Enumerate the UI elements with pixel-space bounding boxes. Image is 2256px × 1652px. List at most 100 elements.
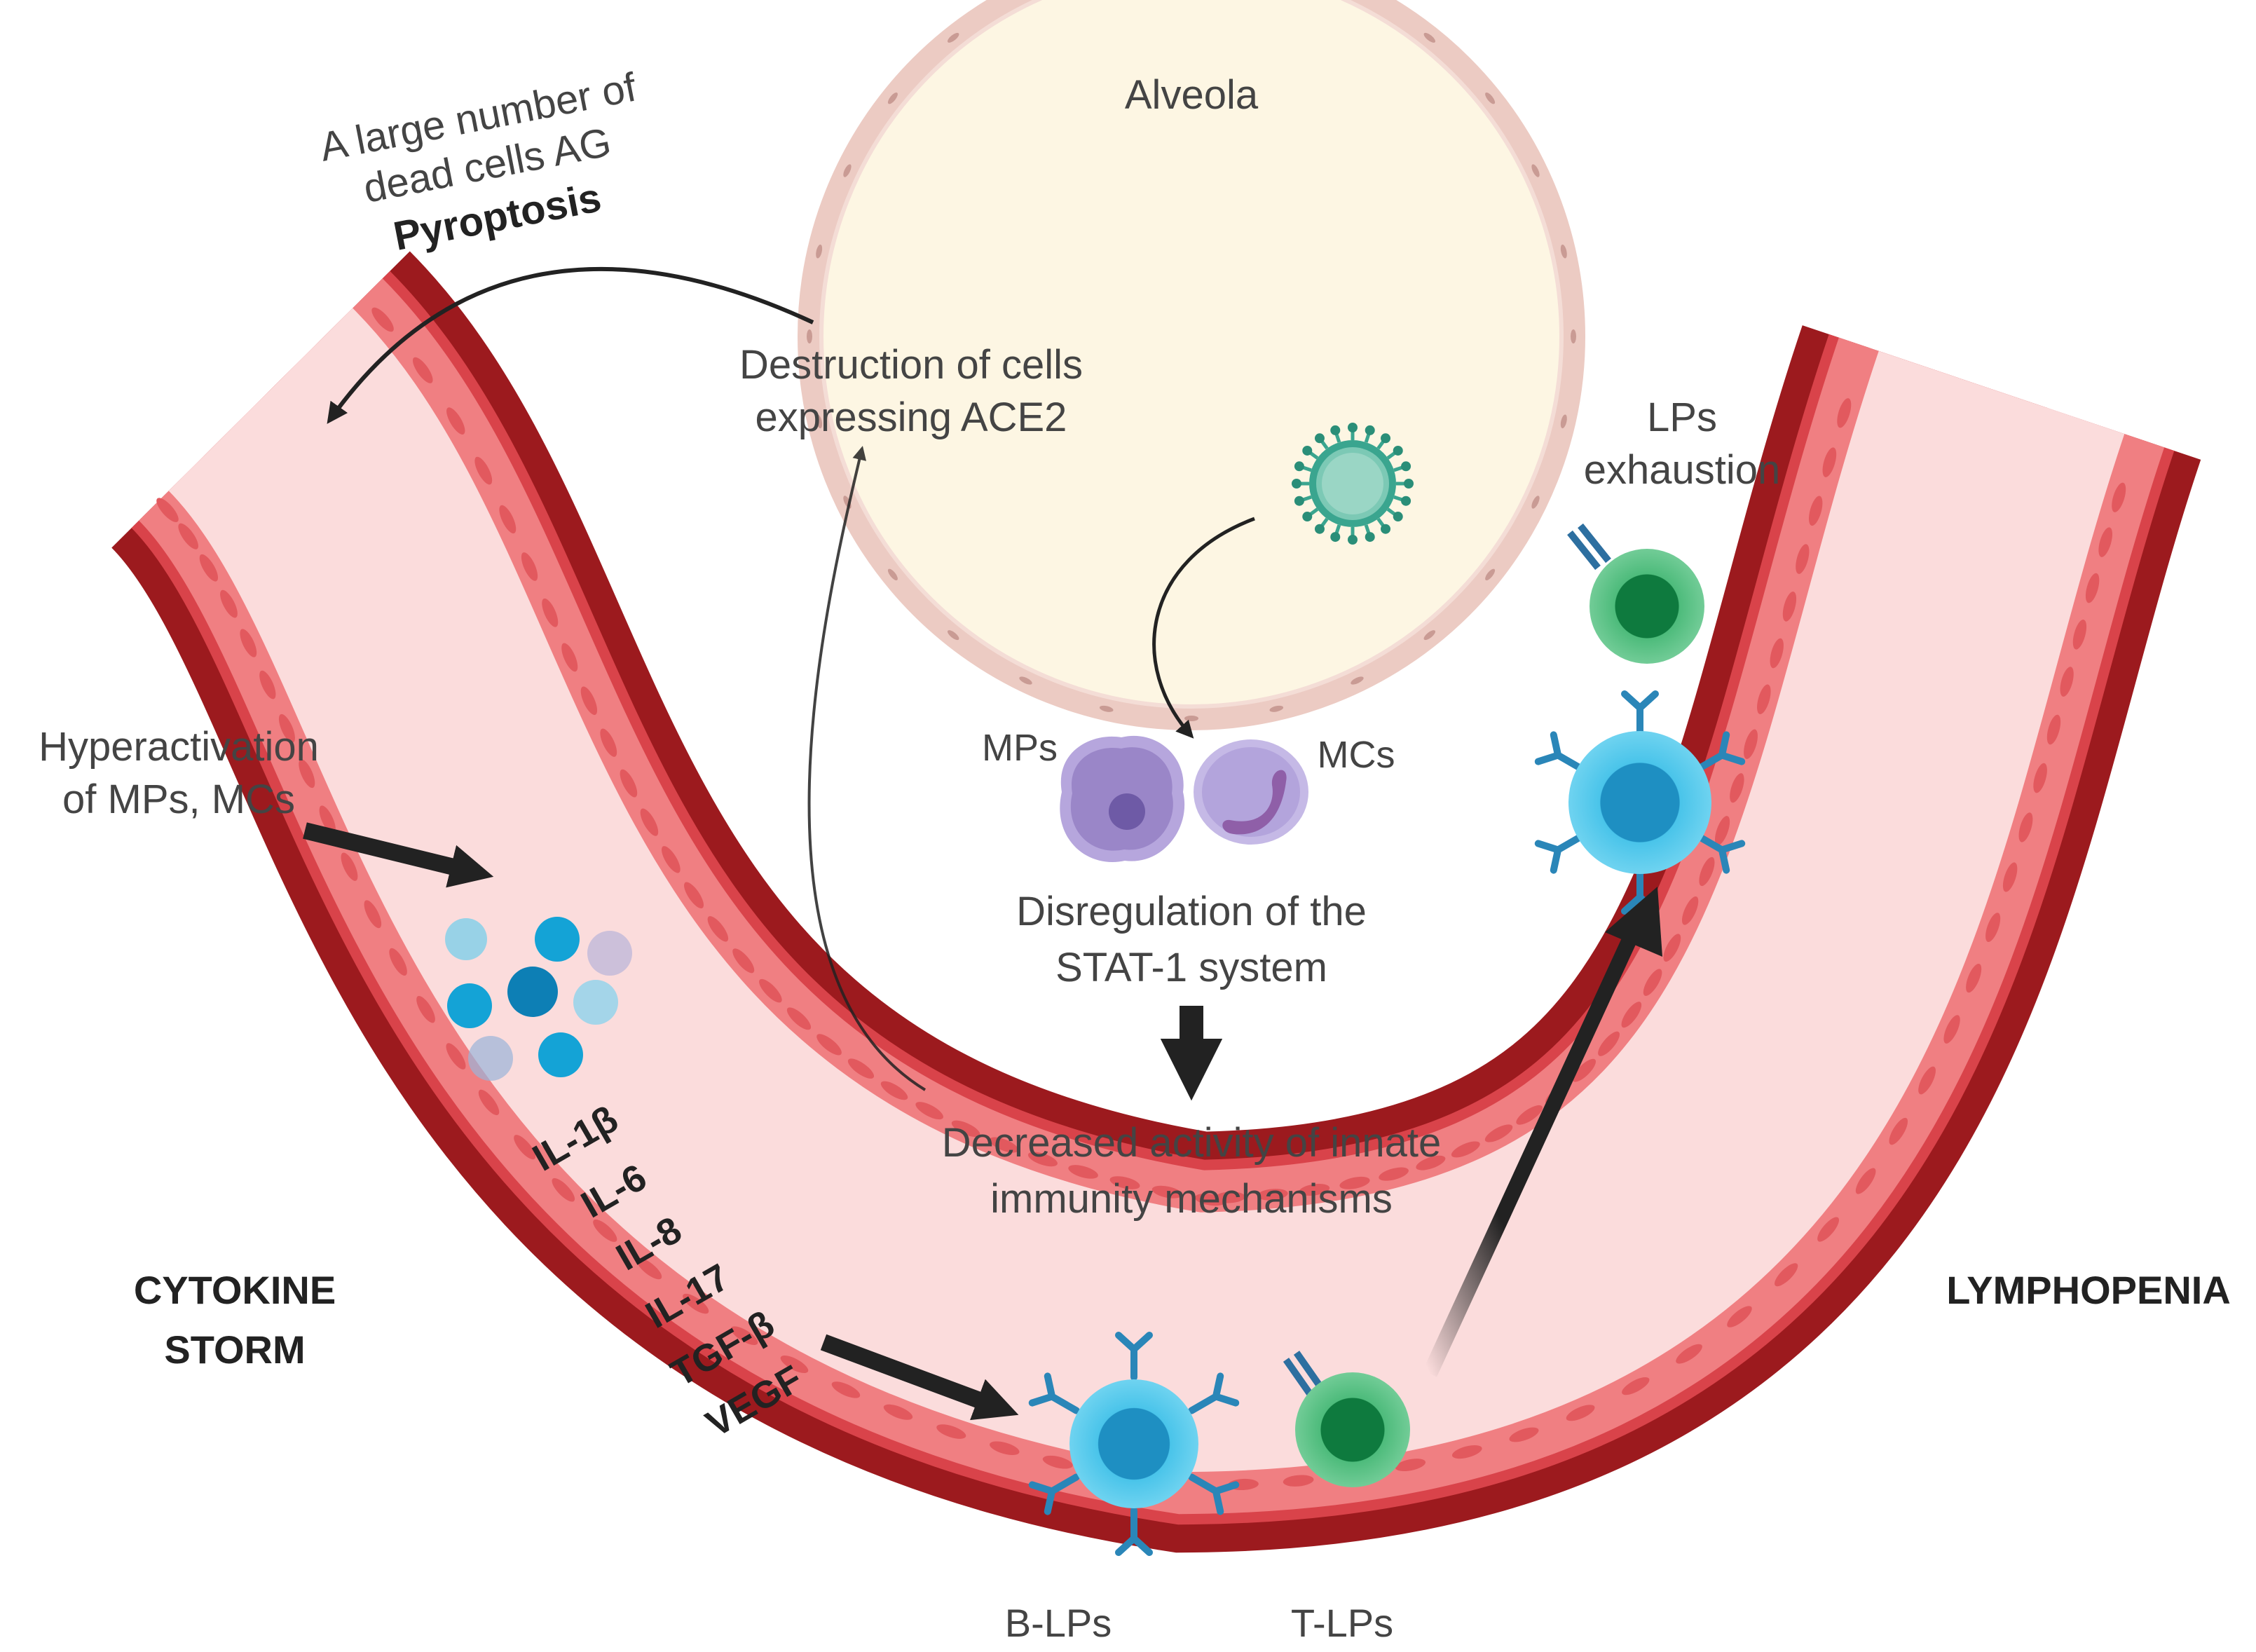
t-cell-bottom-icon <box>1283 1351 1410 1487</box>
alveola-cell <box>1423 32 1436 43</box>
arrow-virus-to-mcs <box>1152 517 1255 739</box>
alveola-cell <box>1269 705 1284 712</box>
endothelial-cell <box>936 1424 966 1439</box>
virus-spike-tip <box>1381 524 1391 534</box>
endothelial-cell <box>1027 1152 1058 1167</box>
b-cell-bottom-icon <box>1028 1332 1240 1556</box>
alveola-cell <box>1531 164 1540 177</box>
mcs-label: MCs <box>1318 734 1395 776</box>
endothelial-cell <box>2072 619 2087 650</box>
virus-spike-tip <box>1381 433 1391 444</box>
endothelial-cell <box>1042 1455 1073 1469</box>
endothelial-cell <box>1379 1167 1409 1181</box>
endothelial-cell <box>730 1326 758 1346</box>
endothelial-cell <box>1796 544 1810 574</box>
endothelial-cell <box>299 759 315 789</box>
endothelial-cell <box>786 1007 812 1030</box>
alveola-cell <box>1560 244 1567 259</box>
endothelial-cell <box>1283 1475 1314 1487</box>
endothelial-cell <box>1339 1176 1370 1189</box>
virus-spike-tip <box>1330 425 1341 435</box>
alveola-cell <box>807 329 812 343</box>
cytokine-storm-label-1: CYTOKINE <box>134 1268 336 1312</box>
alveola-cell <box>1485 568 1496 581</box>
virus-spike-tip <box>1330 532 1341 542</box>
virus-spike-tip <box>1302 512 1313 522</box>
endothelial-cell <box>661 846 681 873</box>
virus-spike-tip <box>1314 433 1325 444</box>
mps-label: MPs <box>982 727 1058 769</box>
virus-spike-tip <box>1401 461 1411 472</box>
blood-vessel <box>108 251 2201 1553</box>
alveola-cell <box>947 630 959 641</box>
b-cell-receptor <box>1534 832 1586 874</box>
endothelial-cell <box>1699 856 1715 887</box>
endothelial-cell <box>684 882 704 909</box>
endothelial-cell <box>446 1043 466 1070</box>
arrow-to-exhaustion-head <box>1605 887 1662 957</box>
b-cell-receptor <box>1188 1473 1240 1515</box>
virus-spike-tip <box>1294 496 1304 506</box>
alveola-cell <box>1019 676 1032 685</box>
endothelial-cell <box>1727 1306 1752 1327</box>
decreased-label-2: immunity mechanisms <box>990 1176 1393 1222</box>
virus-spike-tip <box>1348 423 1358 432</box>
virus-spike-tip <box>1348 535 1358 545</box>
virus-spike-tip <box>1393 512 1403 522</box>
endothelial-cell <box>1757 684 1771 715</box>
endothelial-cell <box>2112 482 2126 512</box>
endothelial-cell <box>1730 773 1744 803</box>
b-cell-receptor <box>1115 1332 1153 1381</box>
endothelial-cell <box>1889 1117 1908 1145</box>
endothelial-cell <box>759 978 782 1003</box>
endothelial-cell <box>542 598 559 627</box>
endothelial-cell <box>1622 1377 1650 1395</box>
b-cell-icon <box>1534 690 1746 915</box>
b-cell-receptor <box>1028 1372 1080 1414</box>
endothelial-cell <box>2060 667 2074 697</box>
endothelial-cell <box>341 852 358 881</box>
virus-spike-tip <box>1314 524 1325 534</box>
alveola-cell <box>843 164 852 177</box>
endothelial-cell <box>1966 963 1982 993</box>
endothelial-cell <box>1918 1066 1936 1095</box>
endothelial-cell <box>1516 1105 1543 1125</box>
alveola-cell <box>1571 329 1576 343</box>
endothelial-cell <box>1663 934 1681 962</box>
alveola-cell <box>887 568 898 581</box>
endothelial-cell <box>561 643 578 672</box>
virus-spike-tip <box>1401 496 1411 506</box>
endothelial-cell <box>707 916 729 942</box>
endothelial-cell <box>1855 1168 1876 1194</box>
endothelial-cell <box>1643 969 1662 996</box>
endothelial-cell <box>880 1081 908 1100</box>
endothelial-cell <box>990 1441 1020 1455</box>
virus-spike-tip <box>1302 445 1313 456</box>
endothelial-cell <box>2033 763 2047 793</box>
endothelial-cell <box>552 1177 575 1202</box>
endothelial-cell <box>683 1293 709 1314</box>
endothelial-cell <box>1809 496 1823 526</box>
endothelial-cell <box>1068 1165 1098 1179</box>
alveola-cell <box>1485 92 1496 104</box>
endothelial-cell <box>1109 1176 1140 1189</box>
endothelial-cell <box>1566 1405 1595 1421</box>
endothelial-cell <box>514 1135 536 1160</box>
endothelial-cell <box>1416 1155 1446 1170</box>
disregulation-label-1: Disregulation of the <box>1016 889 1367 934</box>
macrophage-icon <box>1060 735 1185 862</box>
endothelial-cell <box>446 407 465 435</box>
endothelial-cell <box>1484 1124 1513 1142</box>
endothelial-cell <box>178 523 198 549</box>
endothelial-cell <box>732 948 755 974</box>
endothelial-cell <box>1451 1141 1480 1158</box>
endothelial-cell <box>1451 1445 1482 1459</box>
endothelial-cell <box>640 808 659 836</box>
endothelial-cell <box>2018 812 2033 842</box>
virus-icon <box>1292 423 1414 545</box>
endothelial-cell <box>600 728 617 757</box>
destruction-label-1: Destruction of cells <box>739 342 1083 388</box>
hyperactivation-label-2: of MPs, MCs <box>62 777 295 822</box>
endothelial-cell <box>2002 862 2018 892</box>
endothelial-cell <box>199 554 219 582</box>
